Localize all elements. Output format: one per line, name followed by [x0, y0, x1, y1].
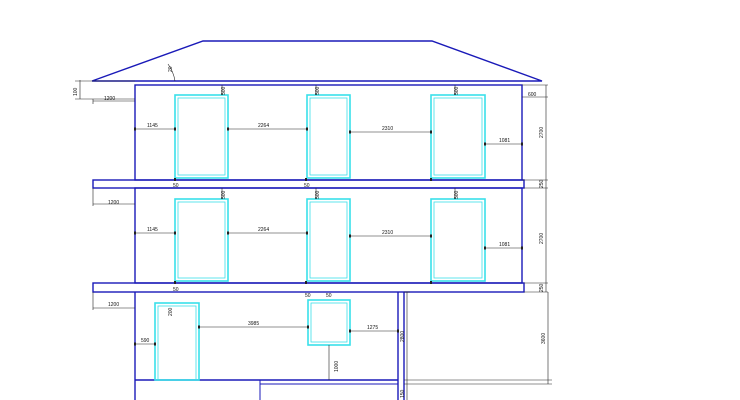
- roof: 20: [91, 40, 543, 82]
- dimension-ticks: [134, 127, 523, 346]
- ground-window-tag: 50: [305, 293, 311, 299]
- window-floor2-right: [430, 94, 486, 179]
- ground-mid-tag: 50: [326, 293, 332, 299]
- ground-door-width-label: 590: [141, 338, 150, 344]
- floor1-gap-b-label: 2310: [382, 230, 393, 236]
- windows: [154, 94, 486, 381]
- dimension-lines: [75, 80, 552, 400]
- floor2-window-tag-1: 500: [221, 86, 227, 95]
- door-ground-left: [154, 302, 200, 381]
- ground-height-label: 3600: [541, 333, 547, 344]
- floor1-bottom-tag-left: 50: [173, 287, 179, 293]
- floor1-height-label: 2700: [539, 233, 545, 244]
- ground-window-to-right-label: 1275: [367, 325, 378, 331]
- floor2-gap-a-label: 2264: [258, 123, 269, 129]
- roof-eave-drop-label: 100: [73, 87, 79, 96]
- ground-door-tag: 200: [168, 307, 174, 316]
- ground-bottom-label: 150: [400, 389, 406, 398]
- floor2-wall-to-window-label: 1145: [147, 123, 158, 129]
- floor2-window-tag-2: 500: [315, 86, 321, 95]
- window-floor2-mid: [306, 94, 351, 179]
- floor1-window-tag-2: 500: [315, 190, 321, 199]
- floor1-window-tag-3: 500: [454, 190, 460, 199]
- window-floor1-mid: [306, 198, 351, 282]
- floor1-wall-to-window-label: 1145: [147, 227, 158, 233]
- ground-left-offset-label: 1200: [108, 302, 119, 308]
- floor1-left-offset-label: 1200: [108, 200, 119, 206]
- dimension-labels: 100 1200 1145 2264 2310 1081 600 2700 25…: [73, 86, 547, 398]
- floor2-gap-b-label: 2310: [382, 126, 393, 132]
- floor2-right-top-label: 600: [528, 92, 537, 98]
- ground-annex-height-label: 2800: [400, 331, 406, 342]
- floor2-slab-label: 250: [539, 179, 545, 188]
- roof-angle-label: 20: [168, 66, 174, 72]
- floor1-window-tag-1: 500: [221, 190, 227, 199]
- ground-gap-label: 3985: [248, 321, 259, 327]
- floor1-gap-a-label: 2264: [258, 227, 269, 233]
- window-floor1-left: [174, 198, 229, 282]
- ground-window-sill-label: 1000: [334, 361, 340, 372]
- left-offset-label: 1200: [104, 96, 115, 102]
- floor2-bottom-tag-mid: 50: [304, 183, 310, 189]
- window-floor2-left: [174, 94, 229, 179]
- floor1-window-to-right-label: 1081: [499, 242, 510, 248]
- floor2-window-tag-3: 500: [454, 86, 460, 95]
- window-ground-mid: [307, 299, 351, 346]
- floor2-bottom-tag-left: 50: [173, 183, 179, 189]
- floor2-window-to-right-label: 1081: [499, 138, 510, 144]
- window-floor1-right: [430, 198, 486, 282]
- floor1-slab-label: 250: [539, 283, 545, 292]
- floor2-height-label: 2700: [539, 127, 545, 138]
